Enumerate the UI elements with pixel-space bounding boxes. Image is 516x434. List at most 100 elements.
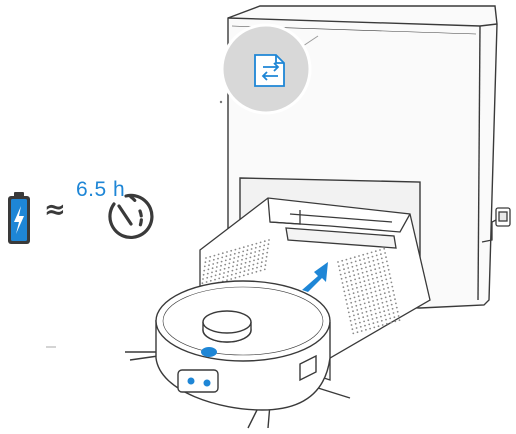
vent-dot bbox=[369, 327, 371, 330]
vent-dot bbox=[385, 278, 388, 281]
vent-dot bbox=[373, 326, 376, 329]
vent-dot bbox=[247, 269, 250, 271]
vent-dot bbox=[396, 310, 399, 313]
vent-dot bbox=[375, 316, 378, 319]
vent-dot bbox=[383, 270, 386, 272]
vent-dot bbox=[359, 281, 362, 284]
vent-dot bbox=[394, 298, 396, 301]
vent-dot bbox=[361, 312, 364, 314]
vent-dot bbox=[254, 251, 257, 253]
vent-dot bbox=[355, 264, 358, 267]
vent-dot bbox=[354, 260, 357, 263]
vent-dot bbox=[230, 273, 233, 276]
vent-dot bbox=[378, 267, 381, 269]
vent-dot bbox=[382, 265, 385, 268]
vent-dot bbox=[242, 274, 245, 277]
vent-dot bbox=[250, 248, 253, 250]
vent-dot bbox=[208, 260, 211, 262]
vent-dot bbox=[348, 315, 351, 318]
vent-dot bbox=[377, 303, 380, 305]
robot-vacuum bbox=[125, 280, 351, 429]
vent-dot bbox=[239, 267, 242, 270]
tower-dot bbox=[219, 100, 223, 104]
dock-button-callout bbox=[220, 23, 319, 115]
vent-dot bbox=[340, 277, 343, 280]
vent-dot bbox=[344, 272, 346, 275]
vent-dot bbox=[377, 325, 380, 328]
vent-dot bbox=[368, 305, 371, 308]
vent-dot bbox=[397, 315, 400, 317]
vent-dot bbox=[250, 252, 252, 255]
vent-dot bbox=[222, 276, 225, 279]
vent-dot bbox=[360, 285, 362, 288]
vent-dot bbox=[377, 285, 380, 287]
vent-dot bbox=[375, 254, 378, 257]
vent-dot bbox=[238, 275, 241, 278]
vent-dot bbox=[391, 285, 394, 288]
vent-dot bbox=[390, 281, 393, 284]
vent-dot bbox=[208, 264, 210, 267]
vent-dot bbox=[226, 279, 228, 282]
vent-dot bbox=[361, 289, 363, 292]
vent-dot bbox=[351, 265, 354, 268]
vent-dot bbox=[267, 243, 270, 246]
vent-dot bbox=[342, 264, 344, 266]
vent-dot bbox=[253, 255, 256, 258]
vent-dot bbox=[248, 264, 251, 267]
dock-swap-icon bbox=[254, 54, 285, 87]
vent-dot bbox=[218, 277, 221, 280]
vent-dot bbox=[375, 272, 377, 275]
vent-dot bbox=[384, 296, 387, 299]
vent-dot bbox=[266, 247, 269, 250]
vent-dot bbox=[370, 291, 373, 294]
vent-dot bbox=[359, 263, 362, 266]
vent-dot bbox=[218, 273, 221, 276]
vent-dot bbox=[345, 258, 348, 261]
vent-dot bbox=[353, 256, 356, 259]
vent-dot bbox=[245, 257, 248, 260]
vent-dot bbox=[387, 309, 390, 311]
vent-dot bbox=[348, 271, 350, 274]
vent-dot bbox=[201, 282, 204, 285]
vent-dot bbox=[209, 255, 212, 258]
vent-dot bbox=[385, 256, 387, 259]
vent-dot bbox=[256, 262, 259, 265]
vent-dot bbox=[230, 278, 233, 280]
vent-dot bbox=[214, 278, 216, 281]
vent-dot bbox=[381, 324, 384, 326]
vent-dot bbox=[383, 247, 386, 250]
vent-dot bbox=[345, 298, 347, 301]
vent-dot bbox=[203, 269, 206, 272]
vent-dot bbox=[352, 292, 355, 295]
vent-dot bbox=[373, 264, 376, 266]
vent-dot bbox=[380, 253, 382, 256]
vent-dot bbox=[343, 268, 345, 271]
vent-dot bbox=[385, 300, 388, 303]
vent-dot bbox=[339, 273, 342, 276]
vent-dot bbox=[356, 331, 359, 334]
vent-dot bbox=[378, 289, 381, 292]
vent-dot bbox=[357, 313, 359, 316]
vent-dot bbox=[205, 257, 207, 259]
vent-dot bbox=[262, 252, 264, 255]
vent-dot bbox=[370, 313, 373, 316]
vent-dot bbox=[386, 260, 388, 263]
vent-dot bbox=[351, 306, 353, 308]
vent-dot bbox=[394, 320, 397, 323]
vent-dot bbox=[368, 301, 370, 304]
vent-dot bbox=[249, 256, 252, 259]
vent-dot bbox=[380, 275, 383, 278]
vent-dot bbox=[366, 292, 368, 295]
vent-dot bbox=[374, 250, 377, 253]
vent-dot bbox=[388, 313, 391, 316]
arrow-up-right-icon bbox=[302, 262, 328, 292]
vent-dot bbox=[374, 308, 376, 311]
vent-dot bbox=[241, 254, 244, 257]
vent-dot bbox=[206, 276, 209, 279]
vent-dot bbox=[350, 301, 353, 304]
vent-dot bbox=[213, 254, 216, 257]
vent-dot bbox=[374, 290, 377, 293]
vent-dot bbox=[257, 254, 260, 256]
vent-dot bbox=[247, 245, 249, 247]
